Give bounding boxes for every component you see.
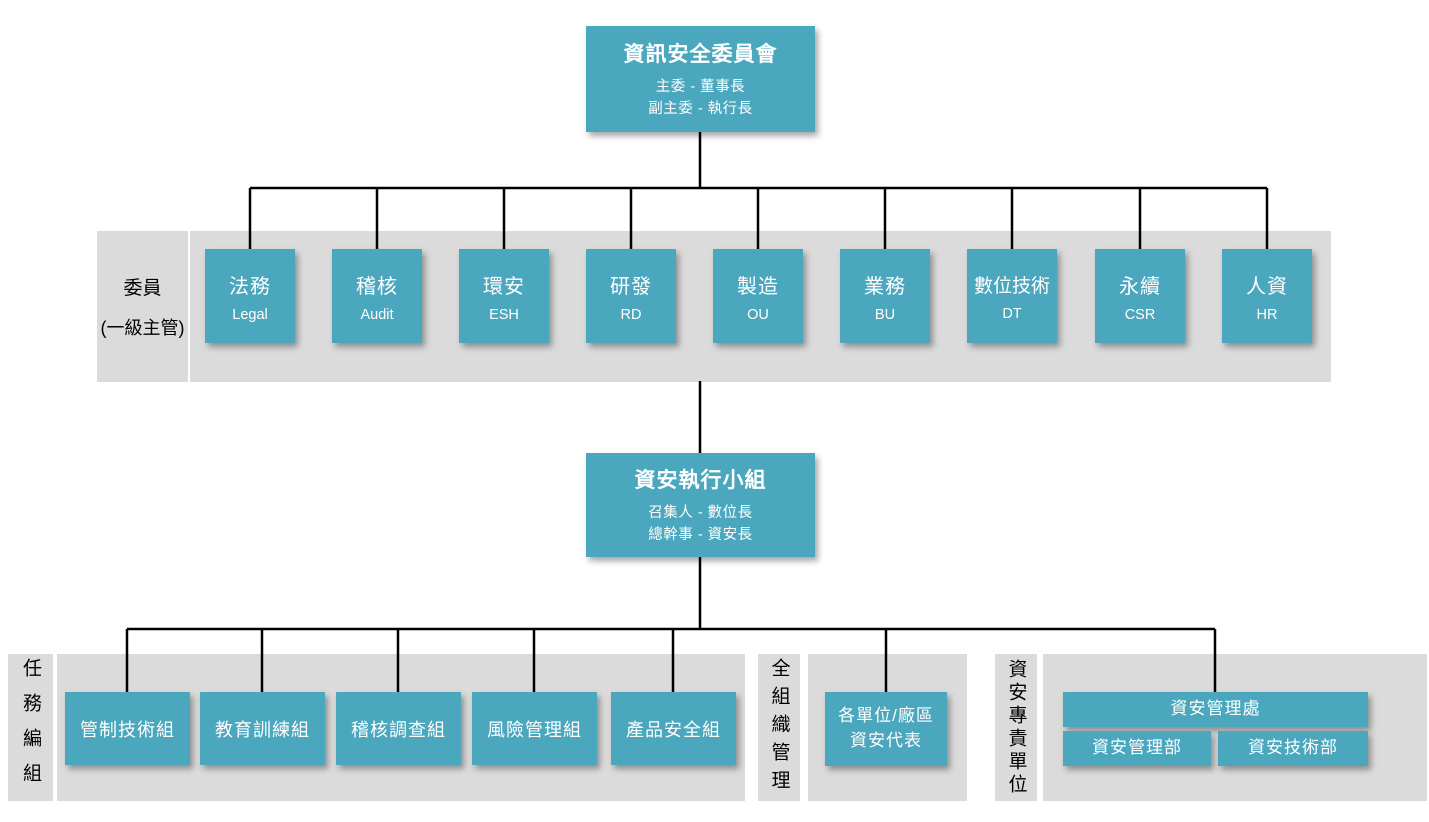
node-title: 稽核 — [356, 275, 398, 298]
org-wide-label: 全組織管理 — [758, 654, 800, 801]
node-title: 永續 — [1119, 275, 1161, 298]
convener-role: 召集人 - 數位長 — [648, 505, 753, 522]
node-title: 產品安全組 — [626, 719, 721, 740]
node-dt: 數位技術 DT — [967, 249, 1057, 343]
node-subtitle: CSR — [1124, 306, 1156, 323]
node-title: 風險管理組 — [487, 719, 582, 740]
node-subtitle: ESH — [489, 306, 519, 323]
members-row-label: 委員 (一級主管) — [97, 231, 188, 382]
chair-role: 主委 - 董事長 — [655, 79, 746, 96]
secretary-role: 總幹事 - 資安長 — [648, 526, 753, 543]
org-wide-label-text: 全組織管理 — [768, 657, 790, 798]
node-subtitle: HR — [1256, 306, 1278, 323]
task-groups-label-text: 任務編組 — [20, 657, 41, 798]
node-title: 人資 — [1246, 275, 1288, 298]
node-title-line2: 資安代表 — [850, 731, 922, 750]
node-title: 教育訓練組 — [215, 719, 310, 740]
node-product-security-group: 產品安全組 — [611, 692, 736, 765]
node-ou: 製造 OU — [713, 249, 803, 343]
node-security-management-division: 資安管理處 — [1063, 692, 1368, 727]
node-unit-site-security-representatives: 各單位/廠區 資安代表 — [825, 692, 947, 766]
dedicated-unit-label: 資安專責單位 — [995, 654, 1037, 801]
node-audit-investigation-group: 稽核調查組 — [336, 692, 461, 765]
node-legal: 法務 Legal — [205, 249, 295, 343]
node-title: 法務 — [229, 275, 271, 298]
node-security-management-dept: 資安管理部 — [1063, 731, 1211, 766]
node-rd: 研發 RD — [586, 249, 676, 343]
node-subtitle: RD — [620, 306, 642, 323]
node-subtitle: Audit — [360, 306, 394, 323]
node-title: 環安 — [483, 275, 525, 298]
members-label-line1: 委員 — [123, 278, 162, 299]
node-title: 業務 — [864, 275, 906, 298]
node-education-training-group: 教育訓練組 — [200, 692, 325, 765]
node-risk-management-group: 風險管理組 — [472, 692, 597, 765]
node-title: 稽核調查組 — [351, 719, 446, 740]
node-subtitle: Legal — [232, 306, 268, 323]
node-audit: 稽核 Audit — [332, 249, 422, 343]
node-subtitle: DT — [1002, 305, 1022, 322]
node-esh: 環安 ESH — [459, 249, 549, 343]
dedicated-unit-band — [1043, 654, 1427, 801]
node-control-technology-group: 管制技術組 — [65, 692, 190, 765]
node-subtitle: BU — [874, 306, 896, 323]
node-security-technology-dept: 資安技術部 — [1218, 731, 1368, 766]
node-hr: 人資 HR — [1222, 249, 1312, 343]
node-title: 製造 — [737, 275, 779, 298]
node-csr: 永續 CSR — [1095, 249, 1185, 343]
members-label-line2: (一級主管) — [100, 318, 185, 338]
vice-chair-role: 副主委 - 執行長 — [648, 100, 753, 117]
node-title: 資訊安全委員會 — [623, 43, 778, 67]
node-title: 管制技術組 — [80, 719, 175, 740]
node-title: 數位技術 — [973, 275, 1050, 297]
node-title: 資安管理部 — [1092, 738, 1182, 758]
node-info-security-committee: 資訊安全委員會 主委 - 董事長 副主委 - 執行長 — [586, 26, 815, 132]
node-title: 資安執行小組 — [634, 469, 767, 493]
node-title: 資安管理處 — [1170, 699, 1261, 719]
node-title: 資安技術部 — [1248, 738, 1338, 758]
node-subtitle: OU — [747, 306, 769, 323]
node-bu: 業務 BU — [840, 249, 930, 343]
task-groups-label: 任務編組 — [8, 654, 53, 801]
node-title-line1: 各單位/廠區 — [838, 706, 934, 726]
node-security-execution-team: 資安執行小組 召集人 - 數位長 總幹事 - 資安長 — [586, 453, 815, 557]
dedicated-unit-label-text: 資安專責單位 — [1005, 658, 1027, 797]
node-title: 研發 — [610, 275, 652, 298]
